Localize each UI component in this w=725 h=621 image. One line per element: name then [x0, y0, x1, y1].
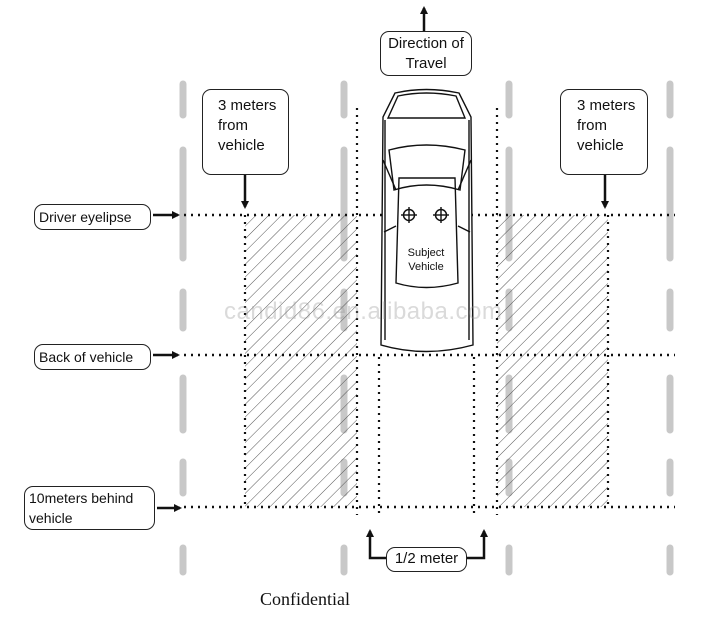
vehicle-line-1: Subject	[407, 247, 445, 259]
direction-line-2: Travel	[405, 55, 447, 72]
ten-meters-line-2: vehicle	[29, 510, 73, 526]
right-distance-line-1: 3 meters	[577, 97, 636, 114]
direction-line-1: Direction of	[388, 35, 464, 52]
right-distance-line-3: vehicle	[577, 137, 624, 154]
vehicle-label: Subject Vehicle	[398, 246, 454, 274]
left-distance-line-2: from	[218, 117, 248, 134]
direction-of-travel-label: Direction of Travel	[380, 31, 472, 76]
right-blind-zone	[497, 215, 608, 507]
left-blind-zone	[245, 215, 357, 507]
arrows	[153, 6, 609, 560]
vehicle-line-2: Vehicle	[408, 261, 444, 273]
left-distance-line-3: vehicle	[218, 137, 265, 154]
ten-meters-behind-label: 10meters behind vehicle	[24, 486, 155, 530]
half-meter-label: 1/2 meter	[386, 547, 467, 572]
footer-confidential: Confidential	[260, 589, 350, 609]
right-distance-label: 3 meters from vehicle	[560, 89, 648, 175]
watermark: candid86.en.alibaba.com	[224, 298, 503, 325]
driver-eyelipse-label: Driver eyelipse	[34, 204, 151, 230]
left-distance-label: 3 meters from vehicle	[202, 89, 289, 175]
right-distance-line-2: from	[577, 117, 607, 134]
subject-vehicle	[380, 88, 474, 353]
left-distance-line-1: 3 meters	[218, 97, 277, 114]
ten-meters-line-1: 10meters behind	[29, 490, 134, 506]
zone-boundaries	[243, 108, 610, 515]
back-of-vehicle-label: Back of vehicle	[34, 344, 151, 370]
